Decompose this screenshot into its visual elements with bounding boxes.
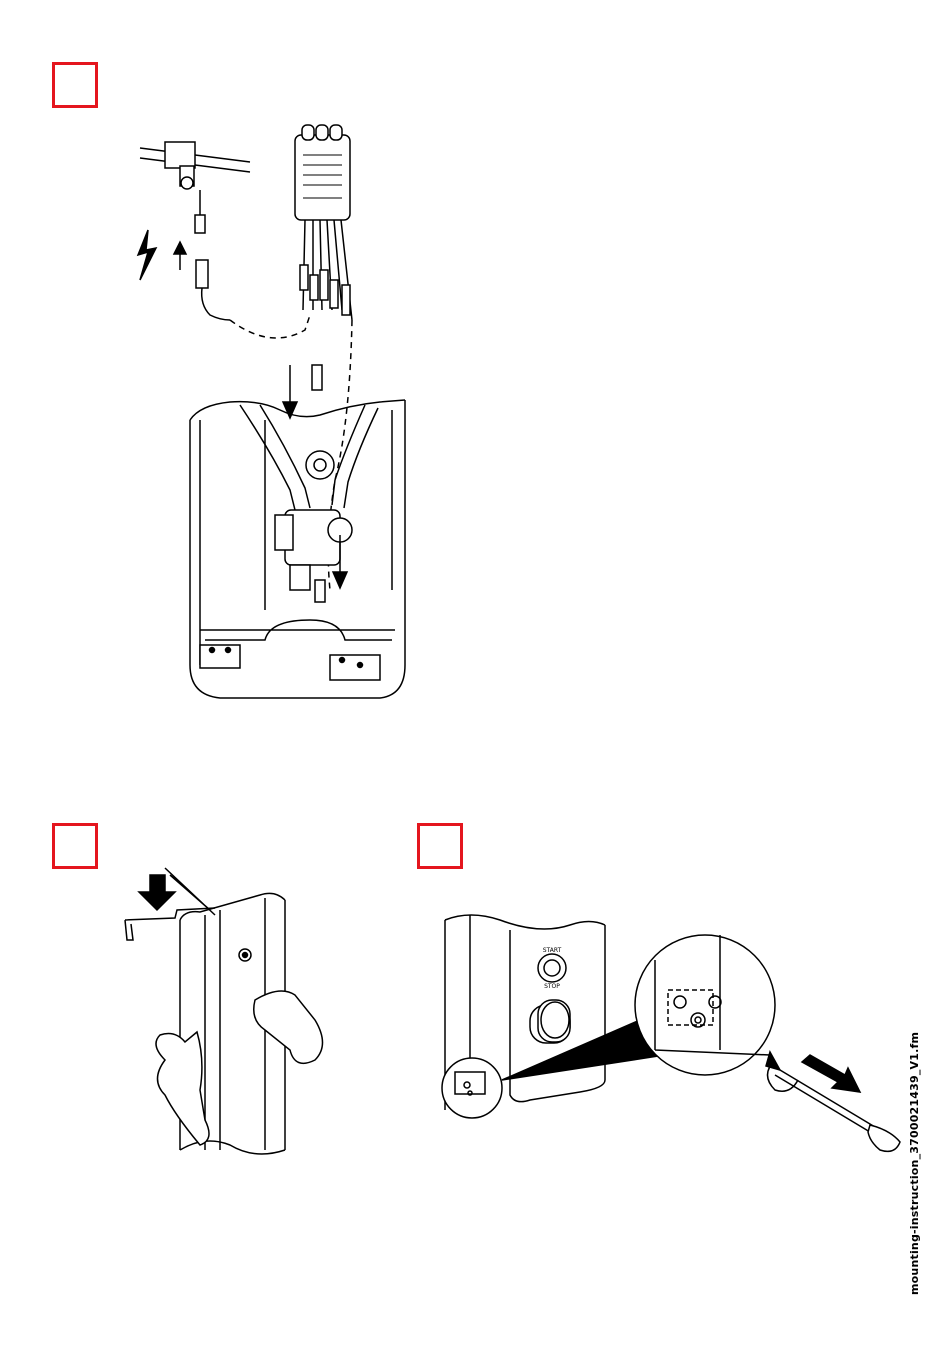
document-filename: mounting-instruction_3700021439_V1.fm — [908, 795, 924, 1295]
step-marker-3 — [417, 823, 463, 869]
down-arrow-icon — [283, 365, 297, 418]
screw-fixing-illustration: START STOP — [430, 880, 910, 1160]
hand-right — [254, 991, 323, 1063]
step-marker-2 — [52, 823, 98, 869]
start-label: START — [543, 947, 562, 954]
screwdriver — [775, 1070, 880, 1135]
cable-connection-illustration — [120, 120, 420, 710]
step-marker-1 — [52, 62, 98, 108]
down-arrow-icon — [139, 875, 175, 910]
mounting-bracket — [125, 868, 215, 940]
cover-attachment-illustration — [105, 860, 345, 1170]
hand-left — [156, 1032, 209, 1145]
up-arrow-icon — [174, 242, 186, 270]
stop-label: STOP — [544, 983, 560, 990]
control-module — [295, 135, 350, 220]
push-arrow-icon — [802, 1055, 860, 1092]
electricity-icon — [138, 230, 156, 280]
t-connector — [165, 142, 195, 168]
